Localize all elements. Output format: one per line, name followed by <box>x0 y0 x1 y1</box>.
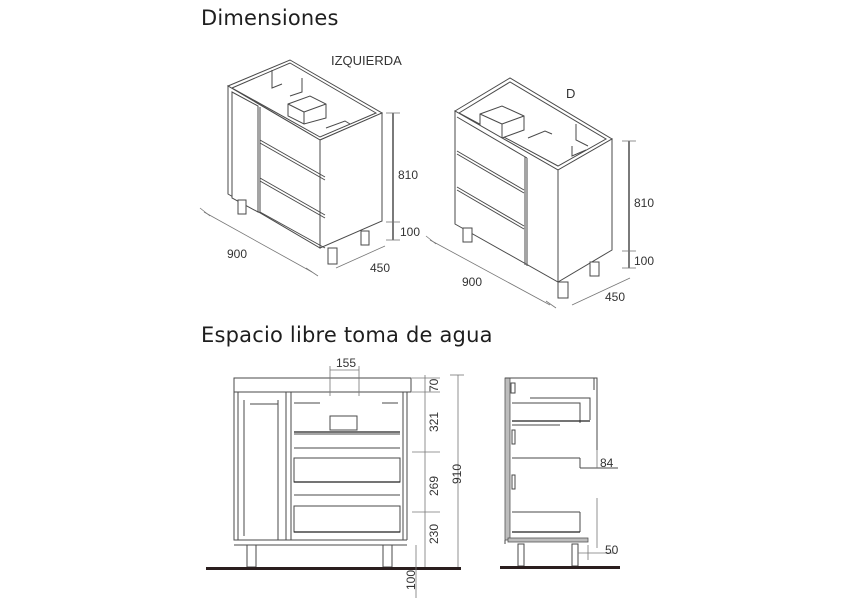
stack-lower-dim: 230 <box>427 523 441 544</box>
right-body-height-dim: 810 <box>634 196 655 210</box>
stack-middle-dim: 269 <box>427 475 441 496</box>
siphon-width-dim: 155 <box>336 356 357 370</box>
right-width-dim: 900 <box>462 275 483 289</box>
left-width-dim: 900 <box>227 247 248 261</box>
leg-setback-dim: 50 <box>605 543 619 557</box>
stack-total-dim: 910 <box>450 463 464 484</box>
left-view-label: IZQUIERDA <box>331 53 402 68</box>
dimensions-heading: Dimensiones <box>201 6 339 30</box>
water-clearance-heading: Espacio libre toma de agua <box>201 323 493 347</box>
right-depth-dim: 450 <box>605 290 626 304</box>
stack-top-dim: 70 <box>427 378 441 392</box>
notch-depth-dim: 84 <box>600 456 614 470</box>
left-cabinet-isometric <box>199 59 400 277</box>
floor-height-dim: 100 <box>404 569 418 590</box>
side-section-view <box>500 377 620 569</box>
left-depth-dim: 450 <box>370 261 391 275</box>
left-leg-height-dim: 100 <box>400 225 421 239</box>
right-leg-height-dim: 100 <box>634 254 655 268</box>
right-view-label: D <box>566 86 576 101</box>
right-cabinet-isometric <box>425 77 636 309</box>
stack-upper-dim: 321 <box>427 411 441 432</box>
left-body-height-dim: 810 <box>398 168 419 182</box>
front-section-view <box>206 366 464 598</box>
